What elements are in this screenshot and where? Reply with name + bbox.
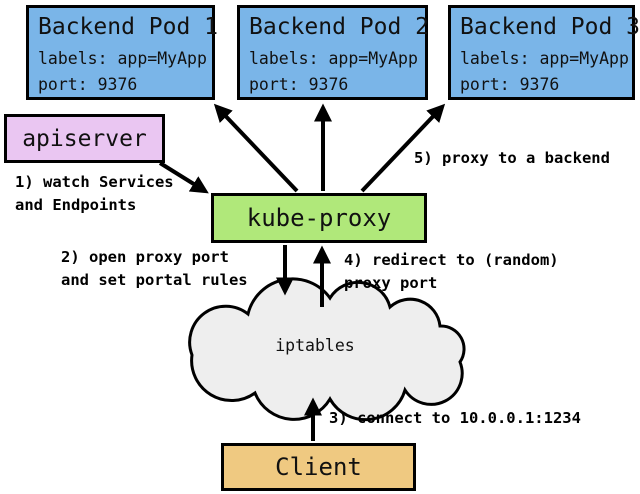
backend-pod-3-labels: labels: app=MyApp [460,49,629,68]
client-node: Client [221,443,416,491]
iptables-cloud-shape [188,277,466,422]
kube-proxy-node: kube-proxy [211,193,427,243]
backend-pod-3-title: Backend Pod 3 [460,14,640,40]
annotation-step1-watch-services: 1) watch Services and Endpoints [15,173,174,214]
apiserver-node: apiserver [4,114,165,163]
iptables-label: iptables [275,336,355,355]
annotation-step4-redirect: 4) redirect to (random) proxy port [344,251,559,292]
backend-pod-2: Backend Pod 2 labels: app=MyApp port: 93… [237,5,430,100]
backend-pod-3: Backend Pod 3 labels: app=MyApp port: 93… [448,5,640,100]
backend-pod-1-labels: labels: app=MyApp [38,49,207,68]
backend-pod-2-port: port: 9376 [249,74,349,94]
client-label: Client [275,453,362,481]
annotation-step5-proxy-backend: 5) proxy to a backend [414,149,610,167]
backend-pod-2-title: Backend Pod 2 [249,14,430,40]
annotation-step3-connect: 3) connect to 10.0.0.1:1234 [329,409,581,427]
apiserver-label: apiserver [22,125,147,152]
arrow-apiserver-to-kubeproxy [158,161,209,194]
backend-pod-3-port: port: 9376 [460,74,560,94]
arrow-kubeproxy-to-pod3 [360,103,446,193]
backend-pod-2-labels: labels: app=MyApp [249,49,418,68]
annotation-step2-open-proxy-port: 2) open proxy port and set portal rules [61,248,248,289]
backend-pod-1-title: Backend Pod 1 [38,14,219,40]
kube-proxy-label: kube-proxy [246,204,392,232]
backend-pod-1: Backend Pod 1 labels: app=MyApp port: 93… [26,5,219,100]
arrow-kubeproxy-to-pod1 [213,103,299,193]
backend-pod-1-port: port: 9376 [38,74,138,94]
